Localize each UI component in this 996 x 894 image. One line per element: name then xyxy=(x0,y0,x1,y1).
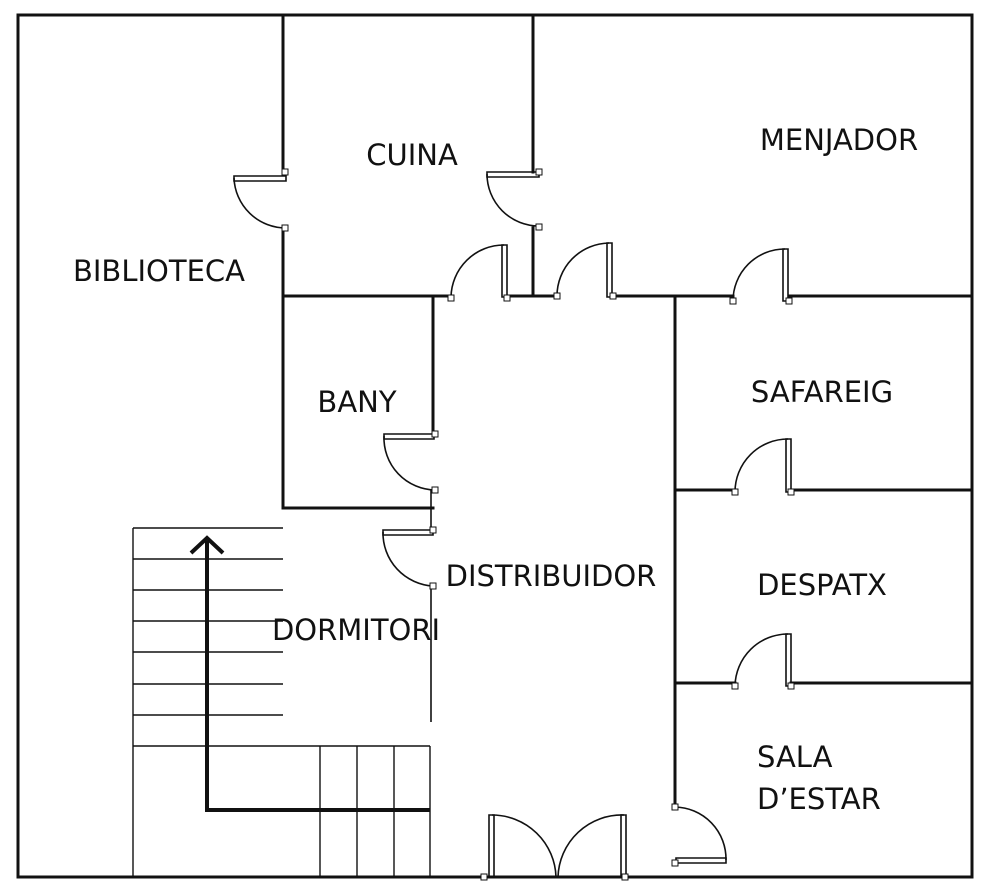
door-dormitori xyxy=(382,529,434,536)
label-cuina: CUINA xyxy=(366,138,458,172)
label-biblioteca: BIBLIOTECA xyxy=(73,254,245,288)
stair-direction-arrow xyxy=(189,535,430,812)
label-dormitori: DORMITORI xyxy=(272,613,440,647)
label-safareig: SAFAREIG xyxy=(751,375,893,409)
label-despatx: DESPATX xyxy=(757,568,887,602)
outer-wall xyxy=(16,13,974,879)
label-distribuidor: DISTRIBUIDOR xyxy=(446,559,657,593)
door-cuina-menjador xyxy=(486,171,540,178)
interior-walls xyxy=(281,13,974,808)
door-despatx xyxy=(785,633,792,687)
door-menjador-2 xyxy=(782,248,789,302)
label-bany: BANY xyxy=(317,385,396,419)
door-entrance-left xyxy=(488,814,495,878)
door-bany xyxy=(383,433,435,440)
staircase xyxy=(132,527,431,877)
door-entrance-right xyxy=(620,814,627,878)
door-sala-destar xyxy=(675,857,727,864)
door-jambs xyxy=(281,168,795,881)
door-menjador-1 xyxy=(606,242,613,298)
door-safareig xyxy=(785,438,792,493)
label-sala: SALA xyxy=(757,740,833,774)
door-cuina-distribuidor xyxy=(501,244,508,298)
label-menjador: MENJADOR xyxy=(760,123,918,157)
doors xyxy=(233,171,792,878)
room-labels: CUINA MENJADOR BIBLIOTECA BANY SAFAREIG … xyxy=(73,123,918,816)
label-destar: D’ESTAR xyxy=(757,782,881,816)
door-biblioteca-cuina xyxy=(233,175,287,182)
